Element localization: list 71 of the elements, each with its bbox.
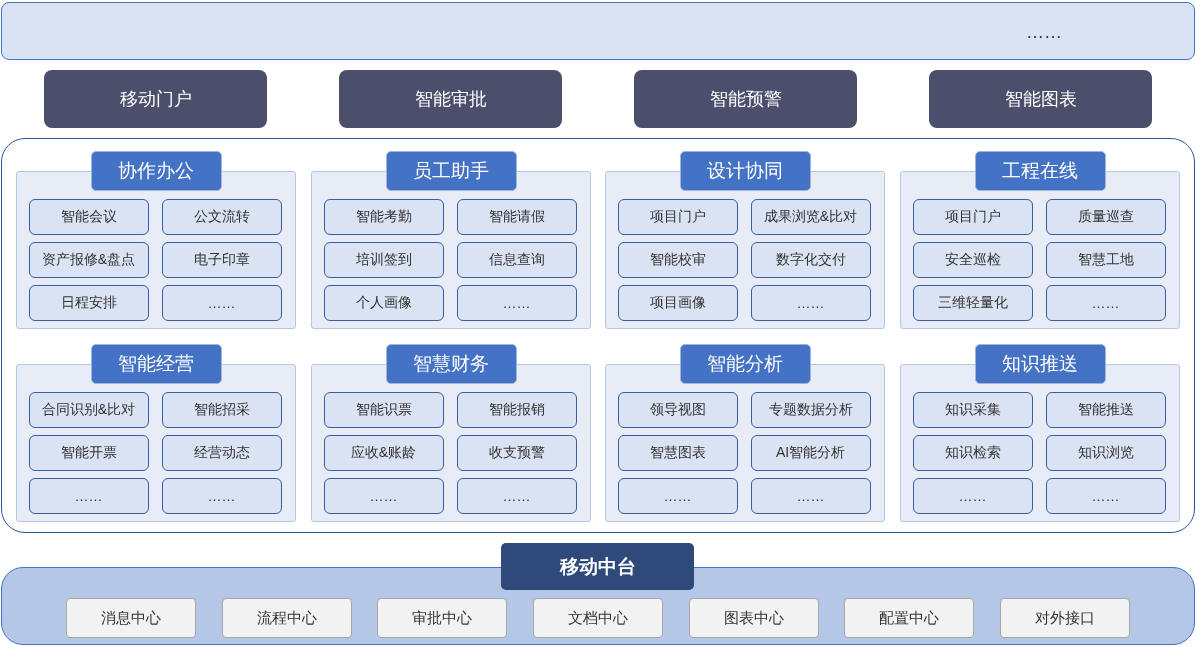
feature-box: 智能请假 (456, 198, 577, 235)
feature-box: …… (750, 284, 871, 321)
feature-box: 项目门户 (617, 198, 738, 235)
platform-tab: 移动中台 (501, 543, 694, 590)
feature-box: 智能招采 (161, 391, 282, 428)
feature-box: …… (1045, 477, 1166, 514)
feature-box: 个人画像 (323, 284, 444, 321)
feature-box: 智慧工地 (1045, 241, 1166, 278)
feature-box: 智能校审 (617, 241, 738, 278)
group-tab: 设计协同 (679, 150, 811, 191)
feature-box: …… (456, 477, 577, 514)
feature-box: 应收&账龄 (323, 434, 444, 471)
feature-box: 成果浏览&比对 (750, 198, 871, 235)
feature-box: 安全巡检 (912, 241, 1033, 278)
feature-box: 电子印章 (161, 241, 282, 278)
channel-band (1, 2, 1195, 60)
service-box: 图表中心 (689, 598, 819, 638)
feature-box: 智慧图表 (617, 434, 738, 471)
feature-box: 数字化交付 (750, 241, 871, 278)
feature-box: 项目门户 (912, 198, 1033, 235)
feature-box: 知识检索 (912, 434, 1033, 471)
feature-box: …… (161, 284, 282, 321)
feature-box: …… (1045, 284, 1166, 321)
group-tab: 员工助手 (385, 150, 517, 191)
feature-box: 智能开票 (28, 434, 149, 471)
feature-box: 智能考勤 (323, 198, 444, 235)
container-frame (1, 138, 1195, 533)
feature-box: …… (28, 477, 149, 514)
group-tab: 智能经营 (90, 343, 222, 384)
feature-box: 合同识别&比对 (28, 391, 149, 428)
group-tab: 智能分析 (679, 343, 811, 384)
feature-box: …… (912, 477, 1033, 514)
feature-box: 智能报销 (456, 391, 577, 428)
feature-box: 知识采集 (912, 391, 1033, 428)
feature-box: 专题数据分析 (750, 391, 871, 428)
feature-box: …… (323, 477, 444, 514)
feature-box: 领导视图 (617, 391, 738, 428)
feature-box: 培训签到 (323, 241, 444, 278)
service-box: 文档中心 (533, 598, 663, 638)
module-box: 移动门户 (44, 70, 267, 128)
feature-box: 质量巡查 (1045, 198, 1166, 235)
feature-box: …… (750, 477, 871, 514)
feature-box: 公文流转 (161, 198, 282, 235)
feature-box: …… (617, 477, 738, 514)
module-box: 智能审批 (339, 70, 562, 128)
feature-box: …… (456, 284, 577, 321)
feature-box: 信息查询 (456, 241, 577, 278)
service-box: 审批中心 (377, 598, 507, 638)
feature-box: …… (161, 477, 282, 514)
feature-box: 智能推送 (1045, 391, 1166, 428)
feature-box: 智能识票 (323, 391, 444, 428)
feature-box: 三维轻量化 (912, 284, 1033, 321)
group-tab: 知识推送 (974, 343, 1106, 384)
module-box: 智能图表 (929, 70, 1152, 128)
service-box: 消息中心 (66, 598, 196, 638)
more-text: …… (1026, 21, 1062, 44)
service-box: 对外接口 (1000, 598, 1130, 638)
feature-box: 知识浏览 (1045, 434, 1166, 471)
feature-box: AI智能分析 (750, 434, 871, 471)
group-tab: 协作办公 (90, 150, 222, 191)
group-tab: 智慧财务 (385, 343, 517, 384)
service-box: 流程中心 (222, 598, 352, 638)
feature-box: 经营动态 (161, 434, 282, 471)
service-box: 配置中心 (844, 598, 974, 638)
feature-box: 项目画像 (617, 284, 738, 321)
feature-box: 智能会议 (28, 198, 149, 235)
group-tab: 工程在线 (974, 150, 1106, 191)
feature-box: 收支预警 (456, 434, 577, 471)
feature-box: 资产报修&盘点 (28, 241, 149, 278)
module-box: 智能预警 (634, 70, 857, 128)
feature-box: 日程安排 (28, 284, 149, 321)
